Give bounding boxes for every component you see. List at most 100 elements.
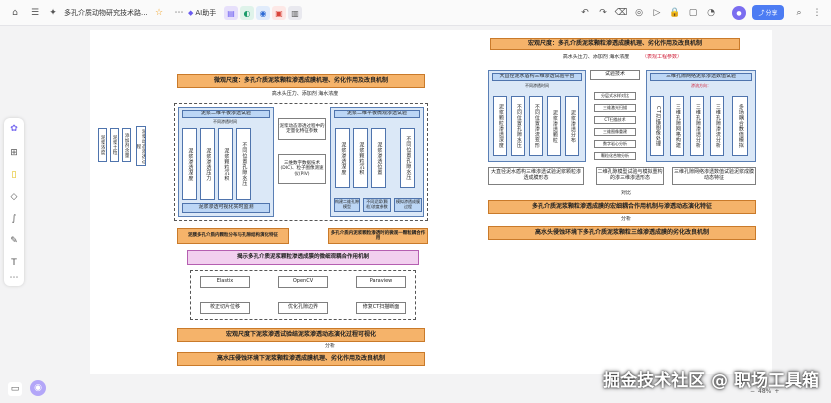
zoom-controls: − 48% +: [750, 386, 779, 396]
zoom-level[interactable]: 48%: [758, 387, 772, 395]
right-panel-1-col-3: 不同位置渗流变形: [529, 96, 543, 156]
right-lower-o1: 多孔介质泥浆颗粒渗透成膜的宏细耦合作用机制与渗透动态演化特征: [488, 200, 756, 214]
left-panel-2-col-2: 泥浆颗粒沉积: [353, 128, 368, 188]
share-label: 分享: [765, 10, 778, 17]
zoom-in-icon[interactable]: +: [774, 387, 780, 395]
overflow-menu-icon[interactable]: ⋮: [812, 8, 822, 18]
left-lower-o2: 多孔介质内泥浆颗粒渗透时的微观一颗粒耦合作用: [328, 228, 428, 244]
right-panel-2-col-2: 三维孔隙网格构建: [670, 96, 684, 156]
right-panel-1-col-4: 泥浆渗透颗粒: [547, 96, 561, 156]
more-tools-icon[interactable]: ⋯: [9, 273, 19, 283]
left-lower-arrow-label: 分析: [324, 343, 335, 350]
left-panel-2-b1: 构建二维孔隙模型: [334, 198, 360, 212]
timer-icon[interactable]: ◔: [707, 8, 715, 18]
right-mid-item-1: 分层式水样对比: [594, 92, 636, 100]
top-toolbar: ⌂ ☰ ✦ 多孔介质动物研究技术路... ☆ ⋯ ◆AI助手 ▤ ◐ ◉ ▣ ▥…: [0, 0, 831, 26]
left-panel-1-col-4: 不同位置孔隙水压: [236, 128, 251, 200]
watermark: 掘金技术社区 @ 职场工具箱: [603, 371, 819, 391]
play-icon[interactable]: ▷: [653, 8, 661, 18]
share-button[interactable]: ⤴分享: [752, 5, 784, 20]
left-small-col-2: 泥浆土粒: [110, 128, 119, 162]
right-panel-1-col-1: 泥浆颗粒渗透深度: [493, 96, 507, 156]
left-small-col-3: 添加剂含量: [122, 128, 131, 162]
lock-icon[interactable]: 🔒: [669, 8, 681, 18]
plugin-icon-1[interactable]: ▤: [224, 6, 238, 20]
zoom-out-icon[interactable]: −: [750, 387, 756, 395]
left-top-params: 高水头压力、添加剂 海水浓度: [271, 90, 339, 97]
right-top-title: 宏观尺度：多孔介质泥浆颗粒渗透成膜机理、劣化作用及改良机制: [490, 38, 740, 50]
plugin-icon-4[interactable]: ▣: [272, 6, 286, 20]
left-panel-1-bottom: 泥浆渗透可视化实时监测: [182, 203, 270, 213]
sparkle-icon[interactable]: ✦: [49, 8, 57, 18]
left-panel-2-col-1: 泥浆渗透深度: [335, 128, 350, 188]
minimap-icon[interactable]: ▭: [8, 382, 22, 396]
shape-icon[interactable]: ◇: [10, 192, 18, 202]
plugin-icon-5[interactable]: ▥: [288, 6, 302, 20]
left-panel-2-title: 泥浆二维平板微观渗透试验: [334, 110, 420, 118]
more-icon[interactable]: ⋯: [174, 8, 184, 18]
right-panel-2-note: 渗流方向：: [691, 83, 711, 88]
left-mid-bottom: 三维数字数据技术(DIC)、粒子图像测速仪(PIV): [278, 154, 326, 184]
avatar[interactable]: ●: [732, 6, 746, 20]
left-lower-o1: 泥膜多孔介质内颗粒分布与孔隙结构演化特征: [177, 228, 289, 244]
ai-assistant-button[interactable]: ◆AI助手: [188, 7, 216, 19]
left-small-col-1: 泥浆浓度: [98, 128, 107, 162]
right-mid-item-5: 数字岩心分析: [594, 140, 636, 148]
left-dashed-group: [174, 103, 428, 221]
left-small-col-4: 泥浆动态渗透过程: [136, 126, 146, 166]
right-lower-arrow-2: 分析: [620, 216, 631, 223]
plugin-icon-2[interactable]: ◐: [240, 6, 254, 20]
undo-icon[interactable]: ↶: [581, 8, 589, 18]
left-lower-o3: 宏观尺度下泥浆渗透试验结泥浆渗透动态演化过程可视化: [177, 328, 425, 342]
left-toolbar: ✿ ⊞ ▯ ◇ ∫ ✎ T ⋯: [4, 118, 24, 286]
sticky-note-icon[interactable]: ▯: [11, 170, 17, 180]
right-panel-2-col-1: CT扫描图像处理: [650, 96, 664, 156]
left-panel-1-col-2: 泥浆渗透压力: [200, 128, 215, 200]
right-mid-item-6: 颗粒化合物分析: [594, 152, 636, 160]
software-group: [190, 270, 416, 320]
left-panel-2-col-4: 不同位置孔隙水压: [400, 128, 415, 188]
connector-icon[interactable]: ∫: [11, 214, 17, 224]
left-panel-1-sub: 不同渗透时间: [213, 119, 237, 124]
software-paraview: Paraview: [356, 276, 406, 288]
star-icon[interactable]: ☆: [154, 8, 164, 18]
right-panel-1-col-5: 泥浆渗透分布: [565, 96, 579, 156]
left-mid-top: 泥浆动态渗透过程中的定量化特征参数: [278, 118, 326, 140]
software-elastix: Elastix: [200, 276, 250, 288]
left-lower-o4: 高水压侵蚀环境下泥浆颗粒渗透成膜机理、劣化作用及改良机制: [177, 352, 425, 366]
right-lower-o2: 高水头侵蚀环境下多孔介质泥浆颗粒三维渗透成膜的劣化改良机制: [488, 226, 756, 240]
ai-assistant-label: AI助手: [195, 9, 217, 17]
left-panel-2-col-3: 泥浆渗透位置: [371, 128, 386, 188]
right-mid-title: 试验技术: [590, 70, 640, 80]
frame-icon[interactable]: ⊞: [10, 148, 18, 158]
left-panel-2-b2: 不同泥浆(颗粒)浓度参数: [363, 198, 391, 212]
diagram-canvas[interactable]: 微观尺度：多孔介质泥浆颗粒渗透成膜机理、劣化作用及改良机制 高水头压力、添加剂 …: [90, 30, 772, 374]
palette-icon[interactable]: ✿: [10, 124, 18, 134]
redo-icon[interactable]: ↷: [599, 8, 607, 18]
right-panel-1-col-2: 不同位置孔隙水压: [511, 96, 525, 156]
right-panel-2-col-3: 三维孔隙渗透分析: [690, 96, 704, 156]
left-panel-1-col-1: 泥浆渗透深度: [182, 128, 197, 200]
right-lower-w1: 大直径泥水盾构三维渗透试验泥浆颗粒渗透成膜形态: [488, 167, 584, 185]
right-top-params: 高水头压力、添加剂 海水浓度: [562, 54, 630, 61]
home-icon[interactable]: ⌂: [12, 8, 18, 18]
right-lower-w3: 三维孔隙网络渗透数值试验泥浆成膜动态特征: [672, 167, 756, 185]
search-icon[interactable]: ⌕: [796, 8, 802, 18]
pen-icon[interactable]: ✎: [10, 236, 18, 246]
plugin-icon-3[interactable]: ◉: [256, 6, 270, 20]
chat-icon[interactable]: ▢: [688, 8, 698, 18]
eraser-icon[interactable]: ⌫: [614, 8, 628, 18]
function-1: 校正切片位移: [200, 302, 250, 314]
plugin-icons: ▤ ◐ ◉ ▣ ▥: [224, 6, 302, 20]
menu-icon[interactable]: ☰: [30, 8, 40, 18]
share-icon: ⤴: [758, 10, 765, 17]
right-panel-1-sub: 不同渗透时间: [525, 83, 549, 88]
right-lower-w2: 二维孔隙模型试验与模拟重构的渗三维渗透形态: [596, 167, 664, 185]
document-title[interactable]: 多孔介质动物研究技术路...: [64, 9, 148, 17]
function-3: 修复CT扫描断面: [356, 302, 406, 314]
left-panel-1-title: 泥浆二维平板渗透试验: [182, 110, 270, 118]
text-icon[interactable]: T: [11, 258, 17, 268]
assistant-orb-icon[interactable]: ◉: [30, 380, 46, 396]
record-icon[interactable]: ◎: [635, 8, 643, 18]
left-panel-1-col-3: 泥浆颗粒沉积: [218, 128, 233, 200]
